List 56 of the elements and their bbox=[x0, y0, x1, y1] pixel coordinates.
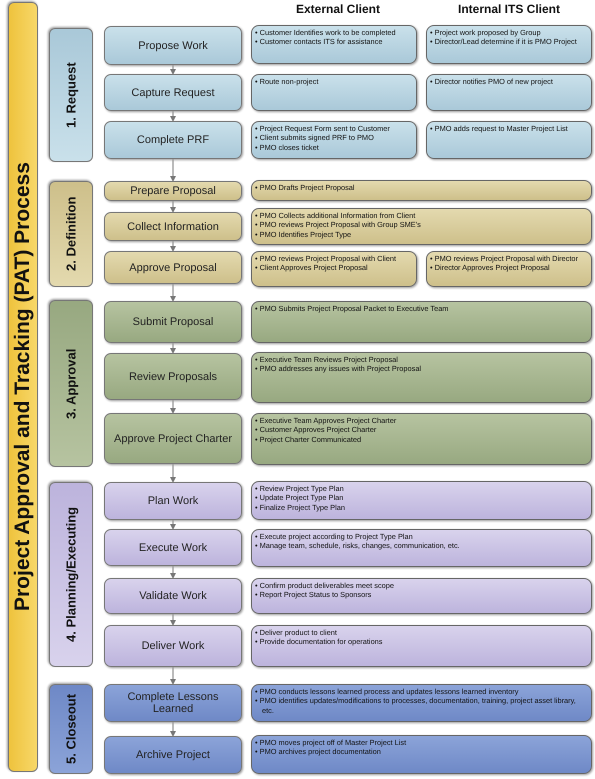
phase-band: 4. Planning/Executing bbox=[49, 482, 93, 667]
detail-box bbox=[251, 301, 592, 343]
detail-box bbox=[426, 74, 592, 111]
arrow bbox=[170, 240, 176, 252]
detail-box bbox=[251, 529, 592, 567]
detail-box bbox=[251, 413, 592, 465]
process-box: Validate Work bbox=[104, 578, 242, 614]
arrow bbox=[170, 722, 176, 737]
detail-box bbox=[251, 735, 592, 774]
process-box: Deliver Work bbox=[104, 625, 242, 667]
arrow bbox=[170, 158, 176, 182]
arrow bbox=[170, 284, 176, 302]
process-box: Complete PRF bbox=[104, 121, 242, 159]
process-box: Capture Request bbox=[104, 74, 242, 111]
arrow bbox=[170, 614, 176, 626]
phase-band: 1. Request bbox=[49, 28, 93, 162]
process-box: Archive Project bbox=[104, 736, 242, 774]
arrow bbox=[170, 200, 176, 213]
detail-box bbox=[251, 352, 592, 403]
process-box: Collect Information bbox=[104, 212, 242, 241]
arrow bbox=[170, 110, 176, 122]
detail-box bbox=[426, 25, 592, 64]
detail-box bbox=[251, 578, 592, 614]
detail-box bbox=[251, 684, 592, 722]
title-band: Project Approval and Tracking (PAT) Process bbox=[8, 2, 38, 772]
column-header: External Client bbox=[294, 2, 382, 16]
arrow bbox=[170, 64, 176, 75]
process-box: Plan Work bbox=[104, 482, 242, 520]
detail-box bbox=[251, 208, 592, 245]
arrow bbox=[170, 520, 176, 530]
phase-band: 2. Definition bbox=[49, 181, 93, 287]
arrow bbox=[170, 342, 176, 354]
detail-box bbox=[251, 180, 592, 201]
arrow bbox=[170, 464, 176, 483]
detail-box bbox=[251, 74, 417, 111]
phase-band: 5. Closeout bbox=[49, 684, 93, 774]
detail-box bbox=[251, 625, 592, 667]
detail-box bbox=[426, 121, 592, 159]
process-box: Submit Proposal bbox=[104, 301, 242, 343]
detail-box bbox=[251, 481, 592, 520]
process-box: Review Proposals bbox=[104, 353, 242, 400]
process-box: Execute Work bbox=[104, 529, 242, 566]
arrow bbox=[170, 566, 176, 579]
arrow bbox=[170, 666, 176, 685]
detail-box bbox=[251, 25, 417, 64]
detail-box bbox=[251, 251, 417, 287]
process-box: Prepare Proposal bbox=[104, 181, 242, 201]
process-box: Approve Proposal bbox=[104, 251, 242, 284]
process-box: Approve Project Charter bbox=[104, 413, 242, 464]
phase-band: 3. Approval bbox=[49, 300, 93, 467]
detail-box bbox=[251, 121, 417, 159]
detail-box bbox=[426, 251, 592, 287]
column-header: Internal ITS Client bbox=[456, 2, 561, 16]
arrow bbox=[170, 400, 176, 414]
process-box: Propose Work bbox=[104, 26, 242, 65]
process-box: Complete Lessons Learned bbox=[104, 684, 242, 722]
